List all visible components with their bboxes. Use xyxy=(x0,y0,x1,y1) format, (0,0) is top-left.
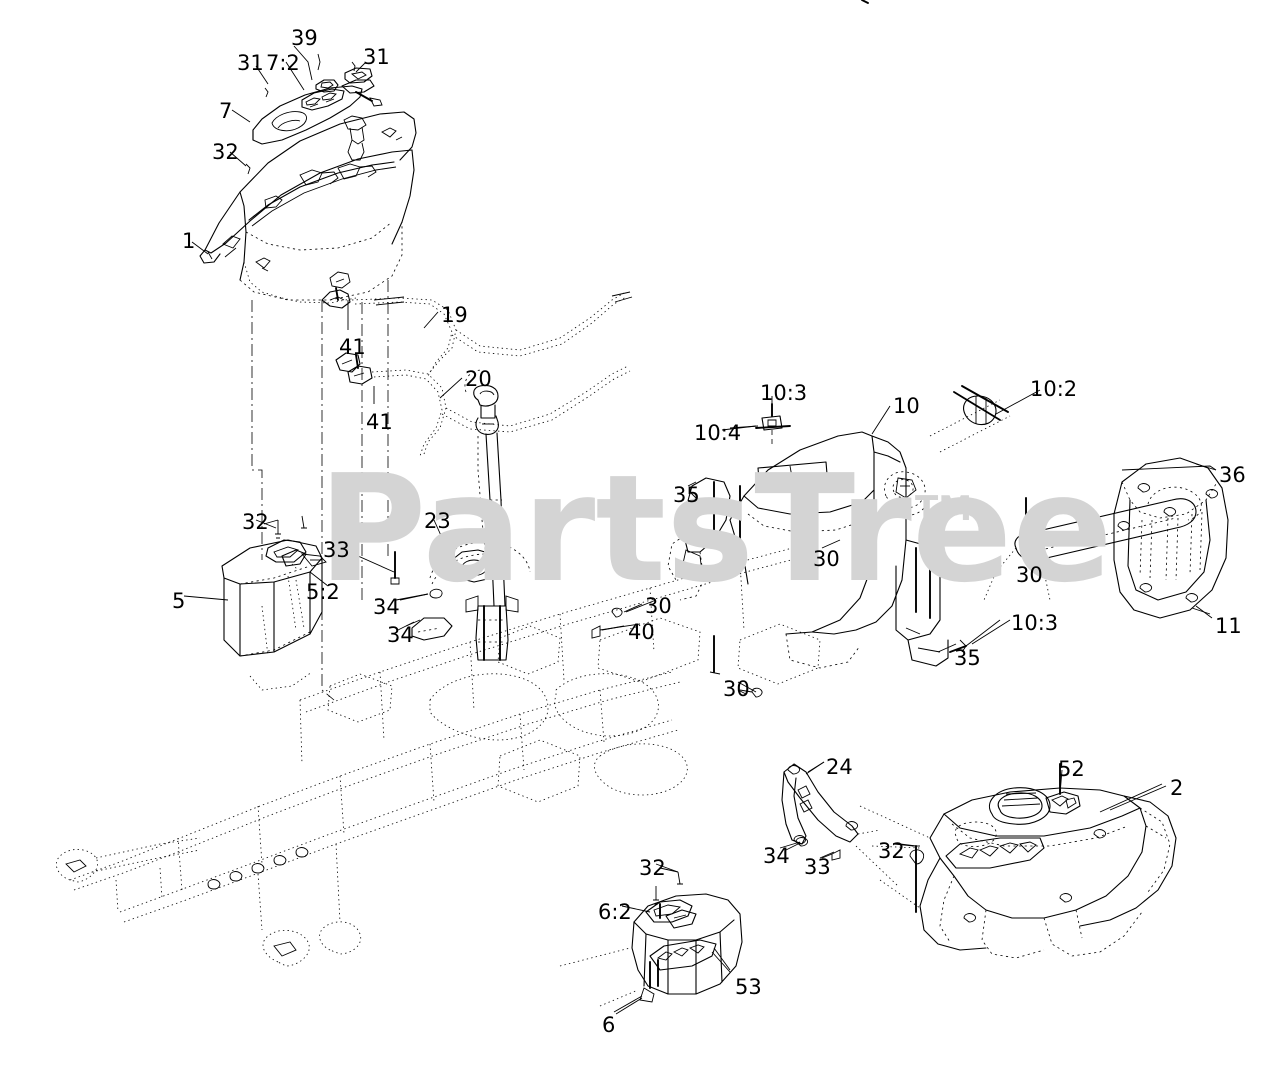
callout-34[interactable]: 34 xyxy=(373,595,400,619)
right-fender xyxy=(559,867,743,1013)
callout-5[interactable]: 5 xyxy=(172,589,186,613)
hood-assembly xyxy=(199,111,417,304)
callout-30[interactable]: 30 xyxy=(723,677,750,701)
callout-1[interactable]: 1 xyxy=(182,229,196,253)
callout-10-3[interactable]: 10:3 xyxy=(1011,611,1059,635)
callout-19[interactable]: 19 xyxy=(441,303,468,327)
callout-6-2[interactable]: 6:2 xyxy=(598,900,632,924)
pedal-bracket-24 xyxy=(781,761,881,861)
callout-10-4[interactable]: 10:4 xyxy=(694,421,742,445)
callout-33[interactable]: 33 xyxy=(323,538,350,562)
callout-34[interactable]: 34 xyxy=(763,844,790,868)
callout-6[interactable]: 6 xyxy=(602,1013,616,1037)
callout-10-3[interactable]: 10:3 xyxy=(760,381,808,405)
callout-10[interactable]: 10 xyxy=(893,394,920,418)
callout-32[interactable]: 32 xyxy=(242,510,269,534)
steering-column xyxy=(429,369,531,661)
callout-30[interactable]: 30 xyxy=(1016,563,1043,587)
callout-7[interactable]: 7 xyxy=(219,99,233,123)
cable-assemblies xyxy=(321,271,633,457)
callout-41[interactable]: 41 xyxy=(339,335,366,359)
callout-31[interactable]: 31 xyxy=(237,51,264,75)
callout-5-2[interactable]: 5:2 xyxy=(306,580,340,604)
support-rail xyxy=(983,497,1197,601)
callout-30[interactable]: 30 xyxy=(813,547,840,571)
chassis-frame xyxy=(56,545,821,967)
callout-31[interactable]: 31 xyxy=(363,45,390,69)
right-cover-panel xyxy=(1113,457,1229,619)
callout-7-2[interactable]: 7:2 xyxy=(266,51,300,75)
leader-lines xyxy=(183,45,1217,1015)
callout-32[interactable]: 32 xyxy=(878,839,905,863)
callout-32[interactable]: 32 xyxy=(212,140,239,164)
hood-fasteners xyxy=(245,53,356,175)
callout-10-2[interactable]: 10:2 xyxy=(1030,377,1078,401)
callout-20[interactable]: 20 xyxy=(465,367,492,391)
rear-shroud-10 xyxy=(709,431,949,675)
callout-24[interactable]: 24 xyxy=(826,755,853,779)
callout-52[interactable]: 52 xyxy=(1058,757,1085,781)
callout-40[interactable]: 40 xyxy=(628,620,655,644)
callout-2[interactable]: 2 xyxy=(1170,776,1184,800)
fuel-tank xyxy=(855,763,1177,959)
callout-39[interactable]: 39 xyxy=(291,26,318,50)
callout-34[interactable]: 34 xyxy=(387,623,414,647)
callout-23[interactable]: 23 xyxy=(424,509,451,533)
hardware-33-34 xyxy=(390,551,453,641)
callout-32[interactable]: 32 xyxy=(639,856,666,880)
callout-30[interactable]: 30 xyxy=(645,594,672,618)
callout-11[interactable]: 11 xyxy=(1215,614,1242,638)
left-fender-panel xyxy=(221,515,327,691)
callout-53[interactable]: 53 xyxy=(735,975,762,999)
callout-41[interactable]: 41 xyxy=(366,410,393,434)
callout-36[interactable]: 36 xyxy=(1219,463,1246,487)
callout-33[interactable]: 33 xyxy=(804,855,831,879)
callout-35[interactable]: 35 xyxy=(954,646,981,670)
callout-35[interactable]: 35 xyxy=(673,483,700,507)
console-panel xyxy=(252,67,383,145)
bracket-35 xyxy=(667,477,731,601)
